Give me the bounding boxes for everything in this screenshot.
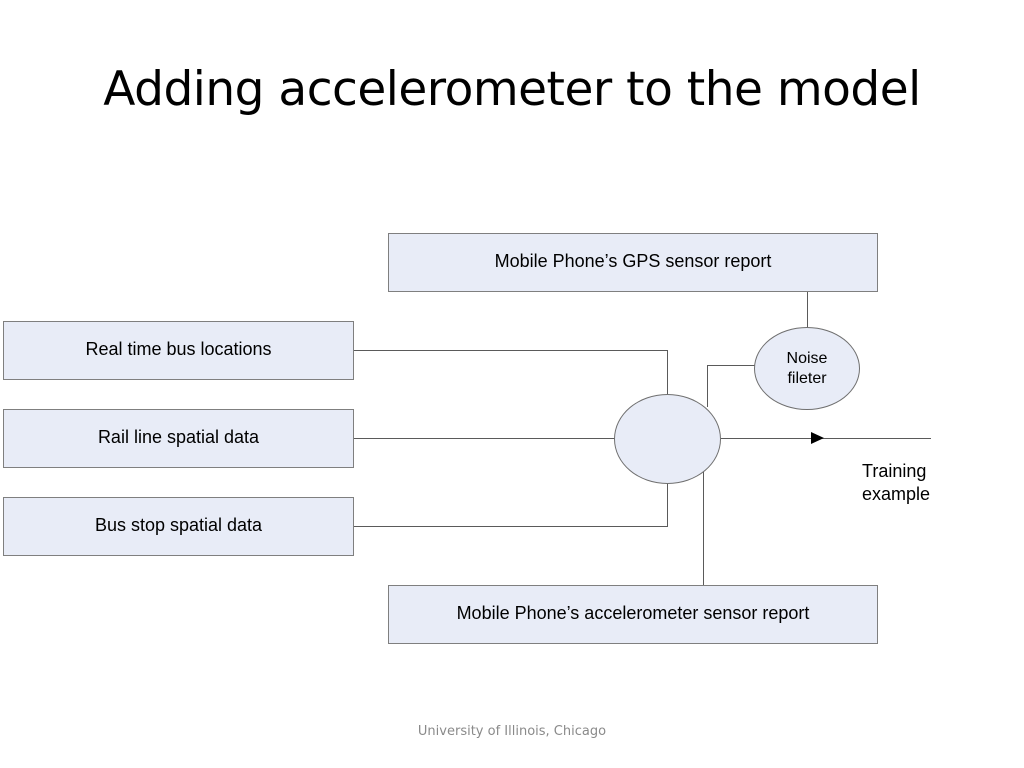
training-example-line1: Training bbox=[862, 461, 927, 481]
gps-sensor-report-box: Mobile Phone’s GPS sensor report bbox=[388, 233, 878, 292]
output-arrow-icon bbox=[811, 432, 824, 444]
connector-noise-out bbox=[707, 365, 755, 366]
connector-accelerometer bbox=[703, 472, 704, 585]
accelerometer-sensor-report-box: Mobile Phone’s accelerometer sensor repo… bbox=[388, 585, 878, 644]
merge-node bbox=[614, 394, 721, 484]
rail-line-label: Rail line spatial data bbox=[97, 426, 260, 447]
accelerometer-sensor-report-label: Mobile Phone’s accelerometer sensor repo… bbox=[456, 602, 810, 623]
training-example-line2: example bbox=[862, 484, 931, 504]
connector-gps-to-noise bbox=[807, 292, 808, 328]
training-example-label: Training example bbox=[862, 460, 930, 506]
bus-stop-box: Bus stop spatial data bbox=[3, 497, 354, 556]
bus-locations-box: Real time bus locations bbox=[3, 321, 354, 380]
connector-bus-locations-drop bbox=[667, 350, 668, 396]
noise-filter-label-line1: Noise bbox=[786, 349, 828, 367]
bus-stop-label: Bus stop spatial data bbox=[94, 514, 263, 535]
slide-title: Adding accelerometer to the model bbox=[103, 62, 921, 117]
connector-rail-line bbox=[354, 438, 615, 439]
noise-filter-node: Noise fileter bbox=[754, 327, 860, 410]
connector-bus-stop-rise bbox=[667, 481, 668, 527]
slide-footer: University of Illinois, Chicago bbox=[417, 724, 607, 739]
gps-sensor-report-label: Mobile Phone’s GPS sensor report bbox=[494, 250, 772, 271]
bus-locations-label: Real time bus locations bbox=[85, 338, 272, 359]
connector-output bbox=[721, 438, 931, 439]
connector-bus-stop bbox=[354, 526, 668, 527]
connector-bus-locations bbox=[354, 350, 668, 351]
connector-noise-drop bbox=[707, 365, 708, 407]
rail-line-box: Rail line spatial data bbox=[3, 409, 354, 468]
noise-filter-label-line2: fileter bbox=[787, 369, 827, 387]
